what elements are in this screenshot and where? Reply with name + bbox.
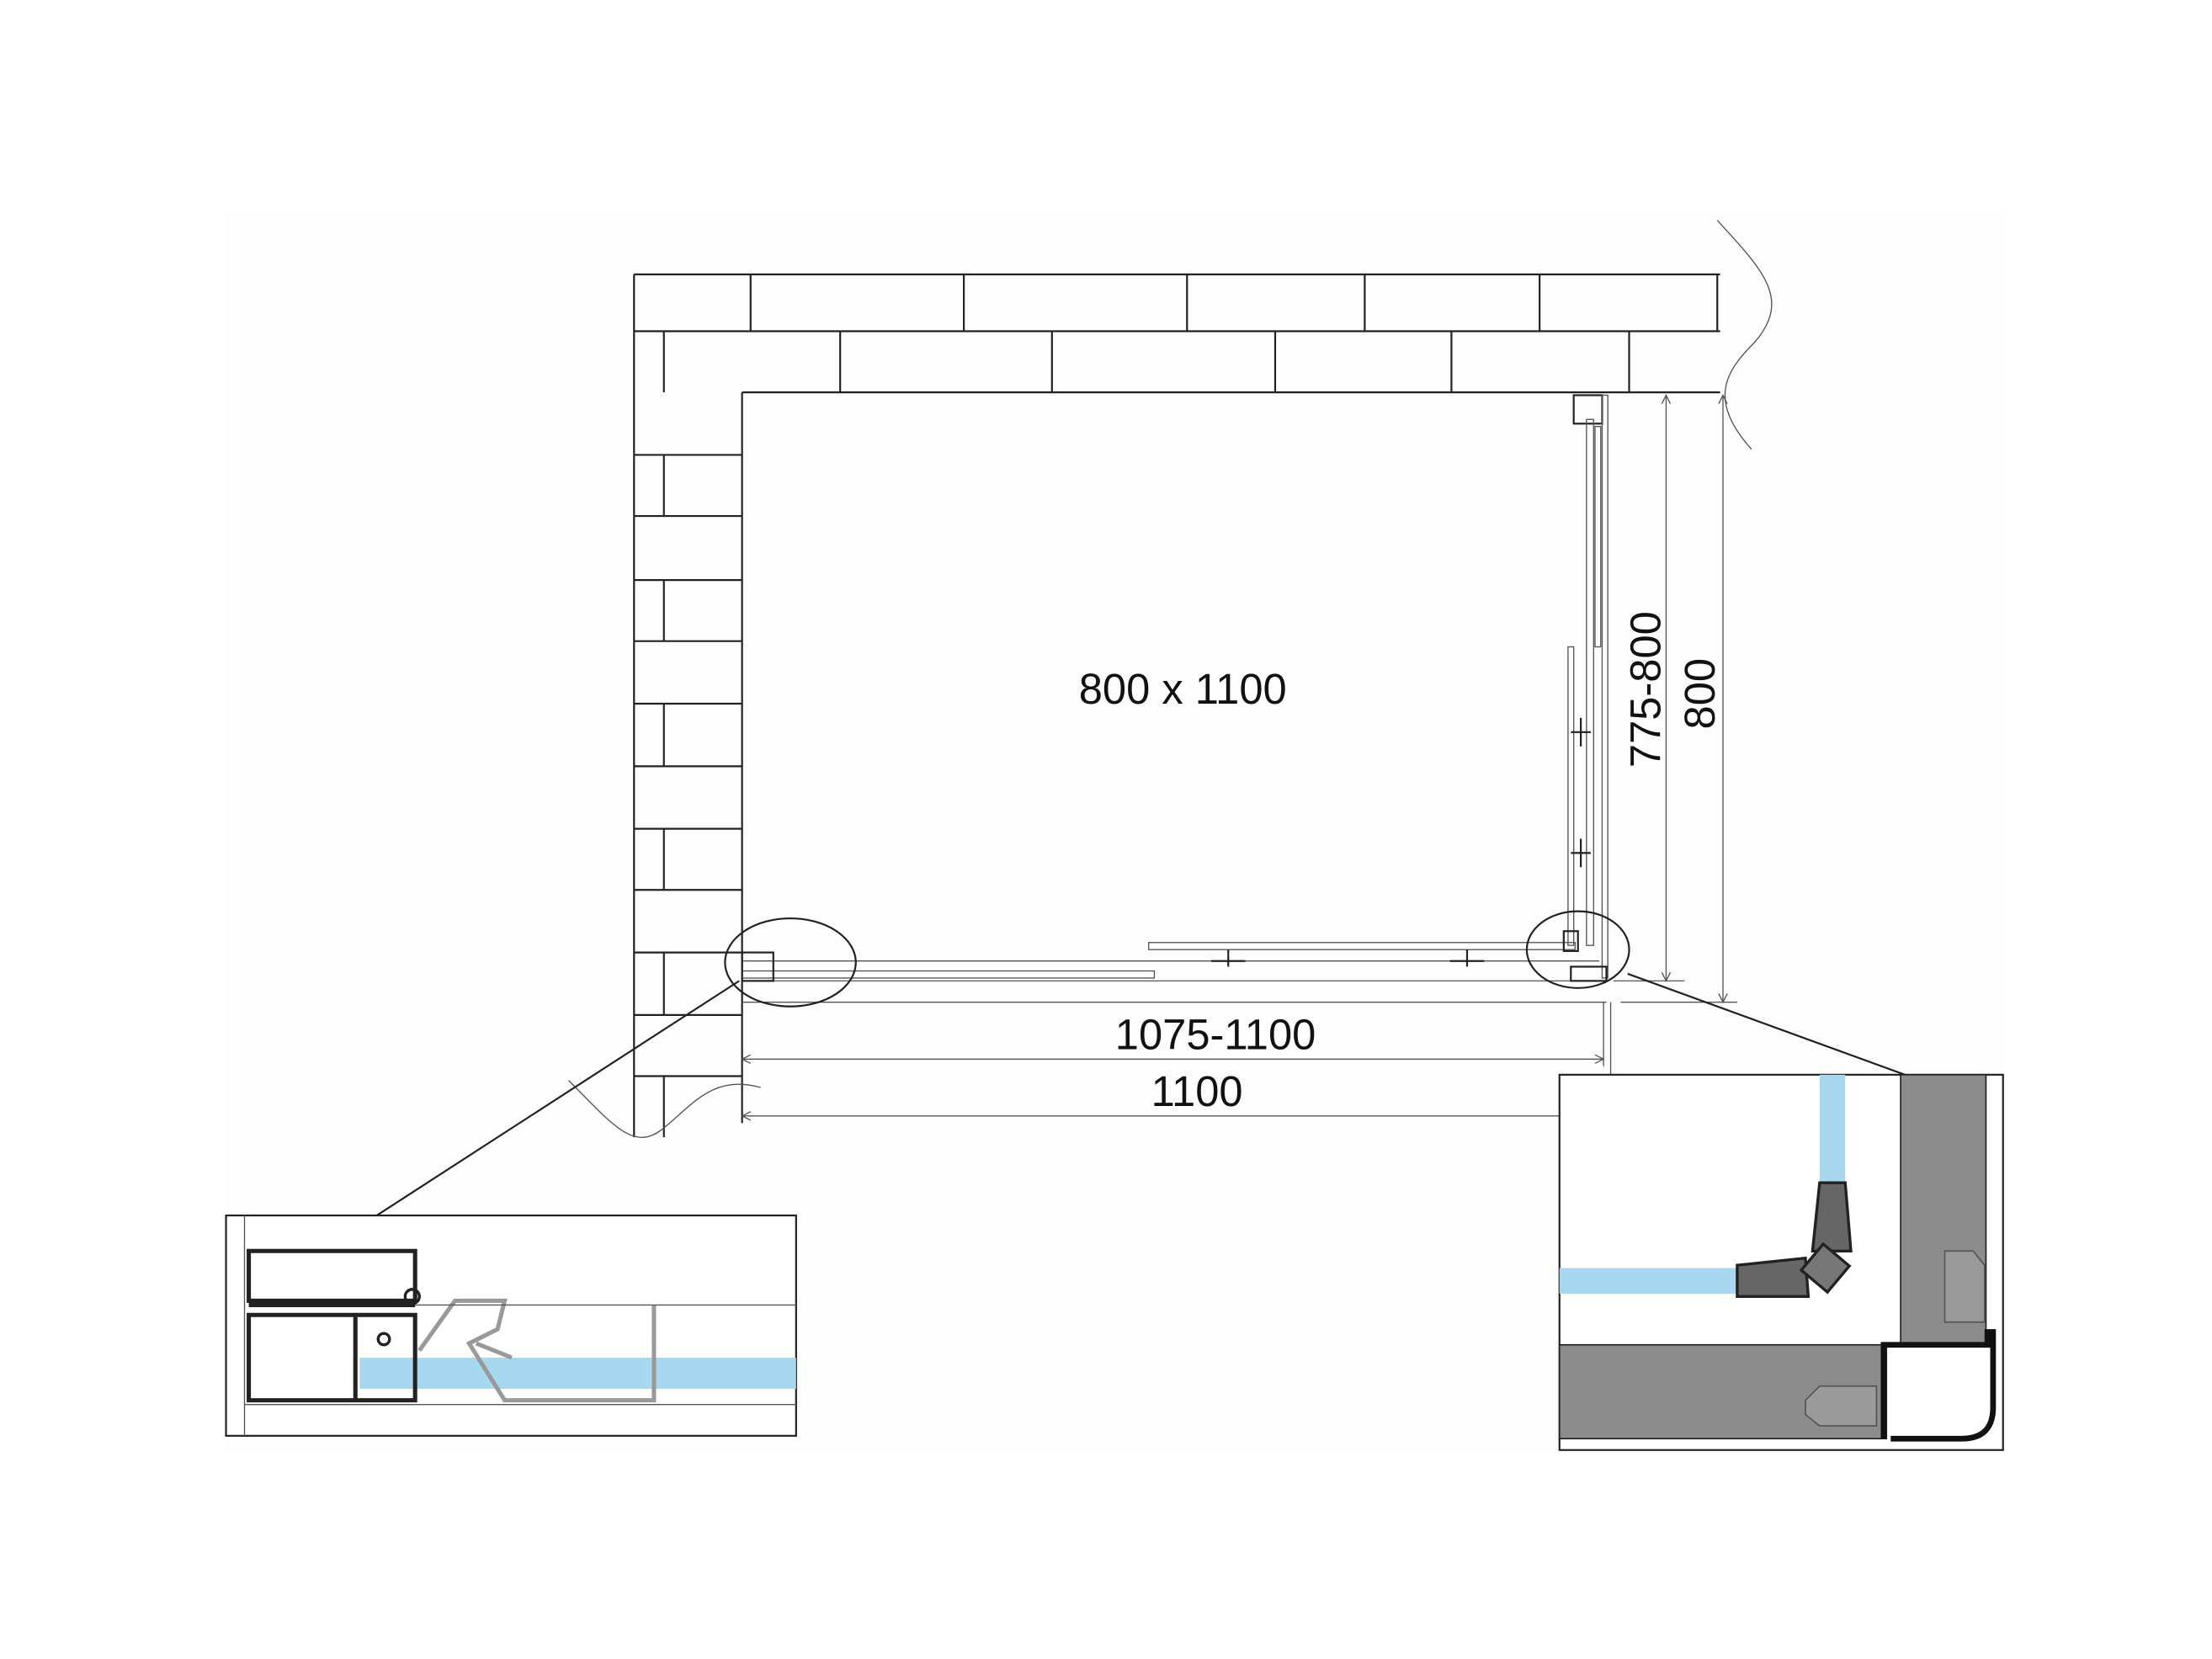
detail-right-corner bbox=[1558, 1073, 2004, 1451]
room-size-label: 800 x 1100 bbox=[1079, 665, 1287, 713]
width-dimensions bbox=[741, 1002, 1613, 1126]
dim-depth: 800 bbox=[1676, 658, 1724, 730]
right-sliding-panels bbox=[1567, 394, 1608, 979]
dim-depth-range: 775-800 bbox=[1622, 611, 1670, 768]
detail-marker-left bbox=[724, 917, 857, 1008]
detail-left-profile bbox=[225, 1214, 797, 1437]
depth-dimensions bbox=[1613, 394, 1737, 1004]
leader-lines bbox=[375, 972, 1906, 1216]
dim-width-range: 1075-1100 bbox=[1115, 1010, 1316, 1058]
dim-width: 1100 bbox=[1151, 1067, 1243, 1115]
detail-marker-right bbox=[1525, 910, 1630, 989]
front-sliding-panels bbox=[741, 930, 1608, 1003]
top-wall bbox=[633, 220, 1773, 1138]
